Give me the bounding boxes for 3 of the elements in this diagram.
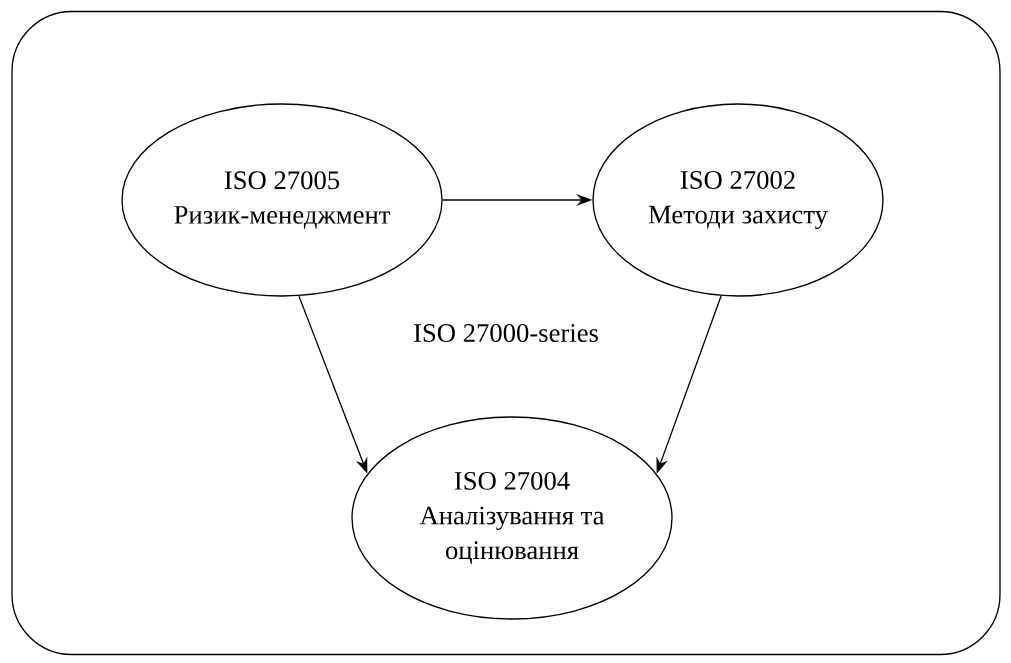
ellipse-node: ISO 27002 Методи захисту <box>592 103 884 297</box>
ellipse-node: ISO 27005 Ризик-менеджмент <box>121 103 443 297</box>
ellipse-node: ISO 27004 Аналізування та оцінювання <box>351 416 673 620</box>
